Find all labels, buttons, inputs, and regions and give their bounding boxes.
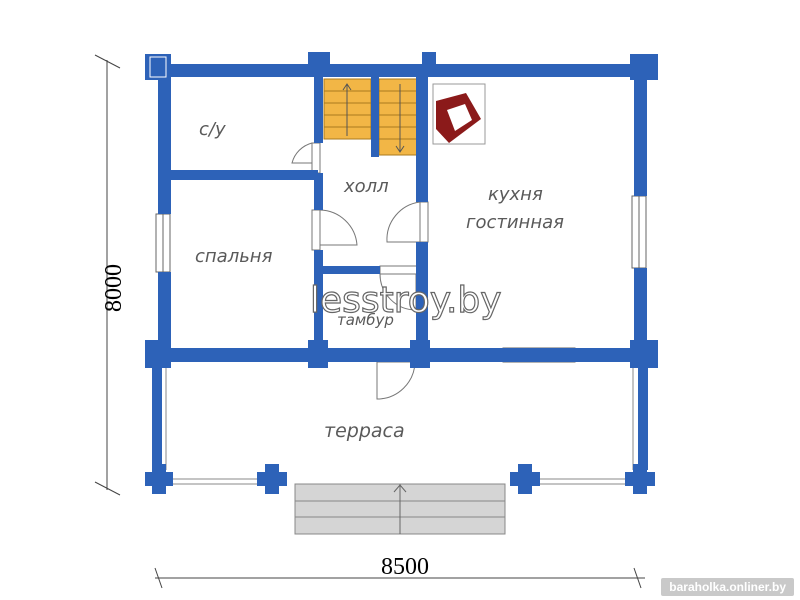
watermark-text: lesstroy.by	[310, 280, 502, 321]
room-label-bedroom: спальня	[195, 246, 273, 267]
room-label-terrace: терраса	[324, 420, 405, 442]
room-label-living: гостинная	[466, 212, 564, 233]
windows	[155, 195, 647, 363]
porch-steps	[294, 483, 506, 535]
corner-posts	[145, 52, 658, 494]
walls	[148, 64, 658, 470]
room-label-bathroom: с/у	[199, 119, 226, 140]
dimension-height: 8000	[101, 264, 127, 312]
room-label-kitchen: кухня	[488, 184, 543, 205]
room-label-hall: холл	[343, 176, 389, 197]
room-label-vestibule: тамбур	[337, 311, 394, 329]
dimension-lines	[94, 54, 645, 589]
source-badge: baraholka.onliner.by	[661, 578, 794, 596]
dimension-width: 8500	[381, 554, 429, 580]
stove-icon	[432, 83, 486, 145]
stairs	[323, 78, 422, 156]
